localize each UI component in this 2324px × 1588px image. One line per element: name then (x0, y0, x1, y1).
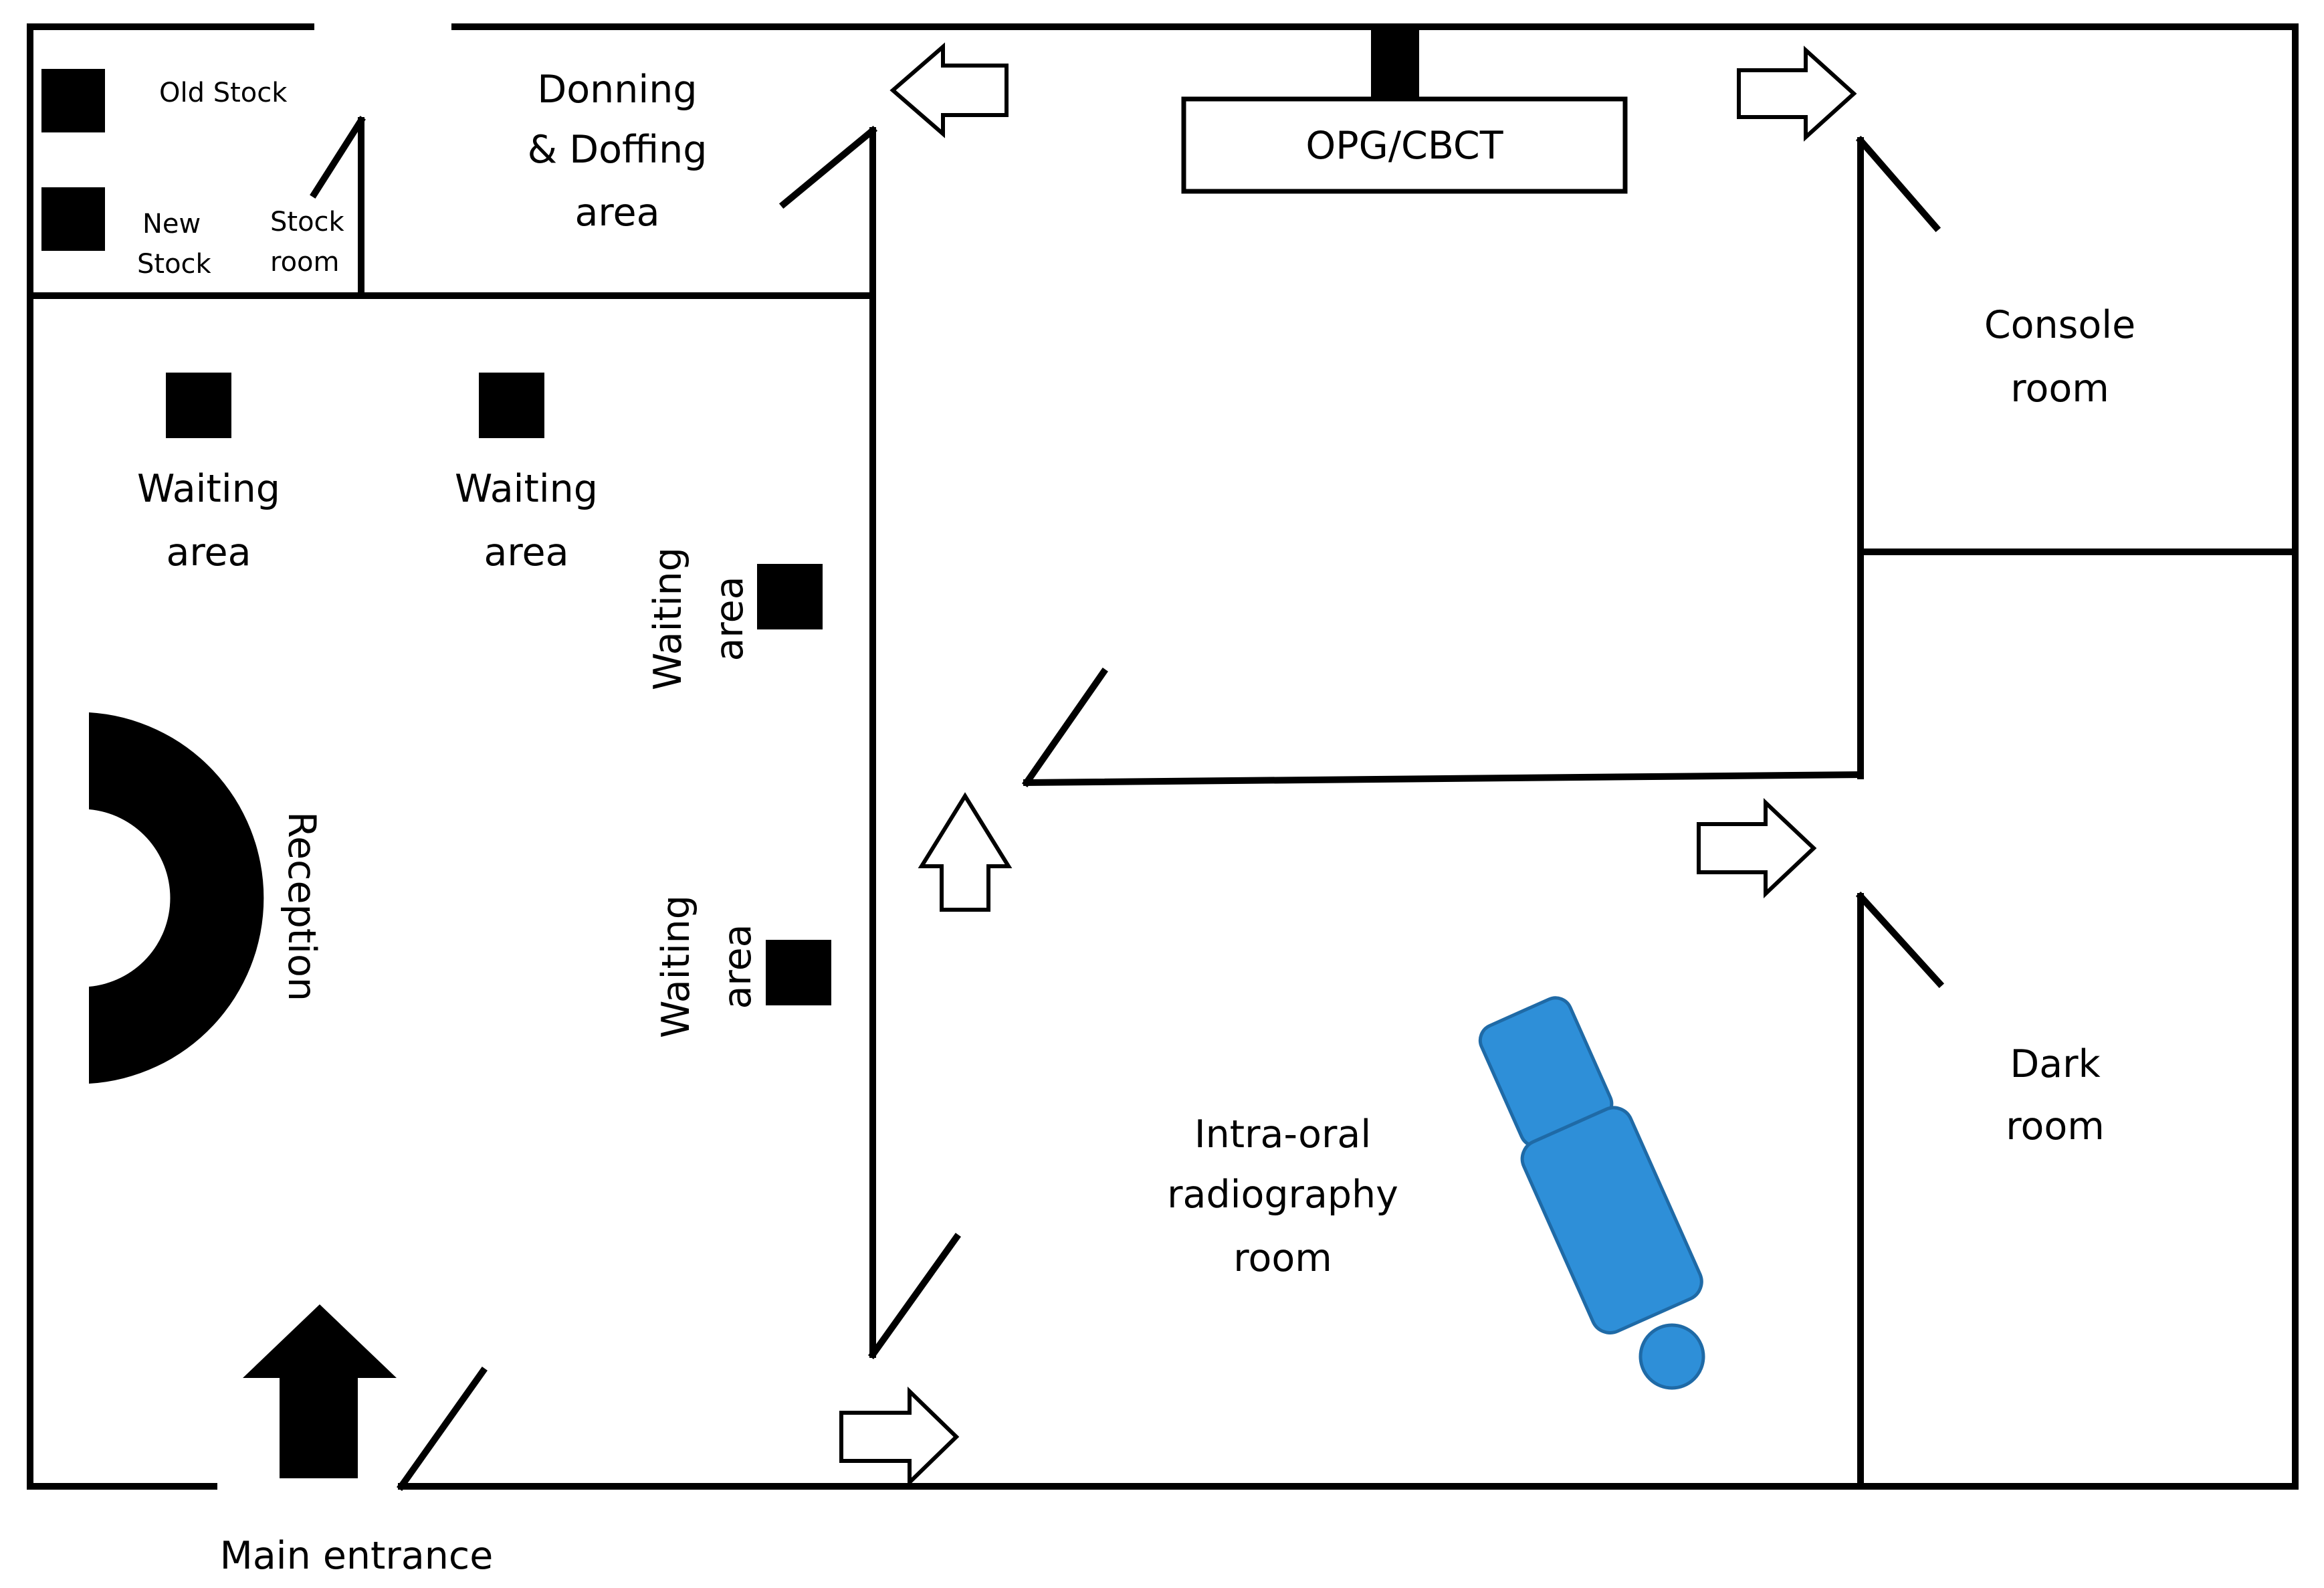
label-console-2: room (2010, 367, 2109, 411)
door-opg-room (1022, 668, 1108, 787)
label-reception: Reception (280, 811, 324, 1001)
door-console-room (1855, 135, 1941, 233)
door-main-entrance (397, 1367, 488, 1491)
door-stock-room (310, 116, 366, 199)
waiting-seat-3-icon (757, 564, 823, 629)
main-entrance-arrow-icon (243, 1304, 397, 1478)
label-donning-1: Donning (537, 68, 697, 112)
label-waiting-4-line1: Waiting (654, 895, 698, 1038)
flow-arrow-up-opg-icon (918, 792, 1013, 912)
label-intraoral-1: Intra-oral (1194, 1112, 1371, 1157)
label-donning-3: area (574, 191, 659, 235)
door-dark-room (1855, 891, 1945, 989)
label-waiting-1-line1: Waiting (137, 467, 280, 511)
walls (27, 23, 2299, 1491)
label-stock-room-2: room (270, 247, 339, 278)
waiting-seat-1-icon (166, 373, 231, 438)
label-opg-cbct: OPG/CBCT (1305, 124, 1503, 168)
patient-flow-arrows (839, 42, 1857, 1488)
flow-arrow-right-darkroom-icon (1697, 798, 1817, 898)
label-waiting-2-line1: Waiting (455, 467, 598, 511)
label-waiting-2-line2: area (484, 530, 568, 575)
label-new-stock-1: New (142, 209, 201, 239)
opg-cbct-unit-icon (1181, 96, 1628, 194)
waiting-seat-4-icon (766, 940, 831, 1005)
label-new-stock-2: Stock (137, 249, 212, 280)
flow-arrow-right-intraoral-icon (839, 1386, 960, 1488)
door-intraoral-entry (868, 1233, 961, 1359)
label-waiting-4-line2: area (716, 924, 760, 1009)
dental-chair-seat (1520, 1106, 1703, 1334)
flow-arrow-left-donning-icon (889, 42, 1009, 138)
dental-chair-stool-icon (1639, 1323, 1705, 1390)
reception-desk-icon (89, 712, 264, 1084)
label-intraoral-3: room (1233, 1236, 1332, 1280)
waiting-seat-2-icon (479, 373, 544, 438)
label-donning-2: & Doffing (528, 128, 708, 172)
label-dark-2: room (2006, 1104, 2104, 1149)
label-dark-1: Dark (2010, 1042, 2100, 1086)
flow-arrow-right-console-icon (1737, 45, 1857, 142)
label-intraoral-2: radiography (1167, 1173, 1398, 1217)
label-old-stock: Old Stock (159, 78, 288, 108)
label-waiting-1-line2: area (166, 530, 251, 575)
opg-cbct-mount-icon (1371, 27, 1419, 100)
dental-chair-icon (1478, 996, 1703, 1334)
label-waiting-3-line1: Waiting (646, 547, 690, 690)
label-waiting-3-line2: area (708, 576, 752, 661)
wall-opg-intraoral (1023, 771, 1865, 787)
fixtures (41, 27, 1705, 1390)
new-stock-marker-icon (41, 187, 105, 251)
room-labels: Old Stock New Stock Stock room Donning &… (137, 68, 2135, 1578)
label-stock-room-1: Stock (270, 207, 345, 237)
door-donning (778, 125, 878, 209)
label-console-1: Console (1984, 303, 2135, 347)
old-stock-marker-icon (41, 69, 105, 132)
label-main-entrance: Main entrance (220, 1534, 494, 1578)
